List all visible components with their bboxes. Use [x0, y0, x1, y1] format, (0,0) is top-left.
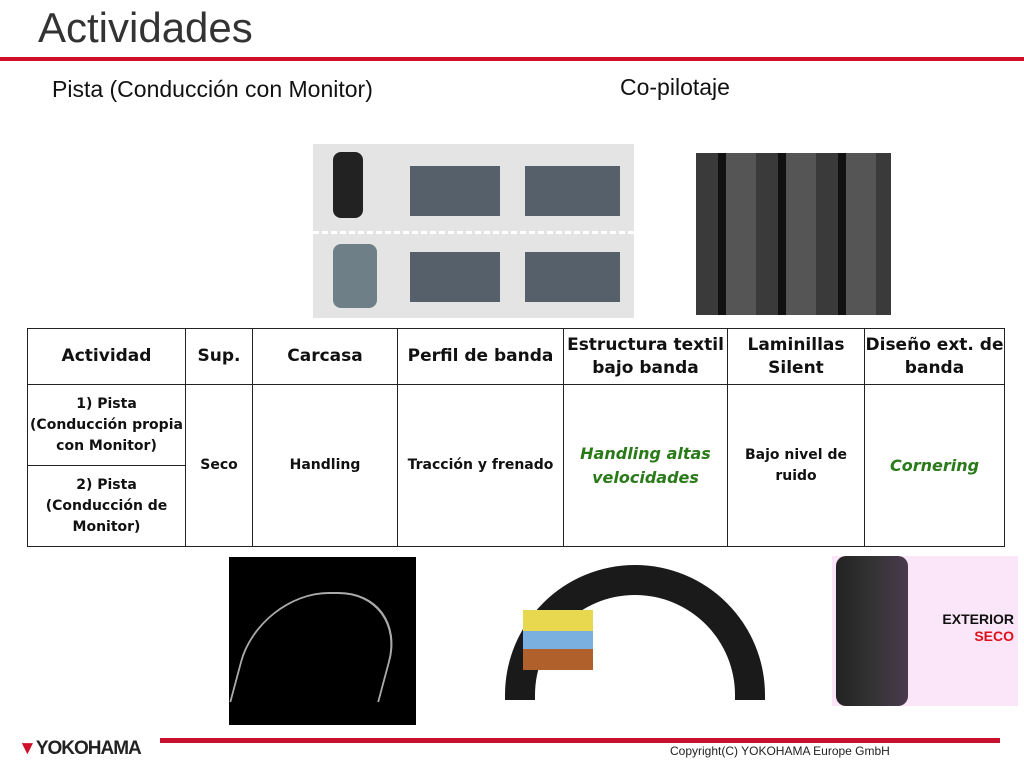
cell-perfil: Tracción y frenado	[397, 384, 564, 547]
exterior-label: EXTERIOR	[942, 611, 1014, 627]
header-diseno: Diseño ext. de banda	[864, 328, 1005, 385]
tire-exterior-image: EXTERIOR SECO	[832, 556, 1018, 706]
subtitle-pista: Pista (Conducción con Monitor)	[52, 76, 373, 102]
activities-table: Actividad Sup. Carcasa Perfil de banda E…	[27, 328, 1005, 547]
cell-sup: Seco	[185, 384, 253, 547]
header-estructura: Estructura textil bajo banda	[563, 328, 728, 385]
header-perfil: Perfil de banda	[397, 328, 564, 385]
seco-label: SECO	[974, 628, 1014, 644]
tread-contact-diagram	[313, 144, 634, 318]
cell-carcasa: Handling	[252, 384, 398, 547]
header-carcasa: Carcasa	[252, 328, 398, 385]
page-title: Actividades	[38, 4, 253, 51]
header-laminillas: Laminillas Silent	[727, 328, 865, 385]
copyright: Copyright(C) YOKOHAMA Europe GmbH	[670, 744, 890, 758]
title-divider	[0, 57, 1024, 61]
activity-2: 2) Pista (Conducción de Monitor)	[27, 465, 186, 547]
tread-pattern-image	[696, 153, 891, 315]
header-actividad: Actividad	[27, 328, 186, 385]
subtitle-copilotaje: Co-pilotaje	[620, 74, 730, 100]
activity-1: 1) Pista (Conducción propia con Monitor)	[27, 384, 186, 466]
carcass-wireframe-image	[229, 557, 416, 725]
yokohama-logo: ▼YOKOHAMA	[18, 738, 142, 759]
cell-estructura: Handling altas velocidades	[563, 384, 728, 547]
cell-laminillas: Bajo nivel de ruido	[727, 384, 865, 547]
header-sup: Sup.	[185, 328, 253, 385]
tire-cutaway-image	[505, 565, 765, 700]
footer-divider	[160, 738, 1000, 743]
cell-diseno: Cornering	[864, 384, 1005, 547]
